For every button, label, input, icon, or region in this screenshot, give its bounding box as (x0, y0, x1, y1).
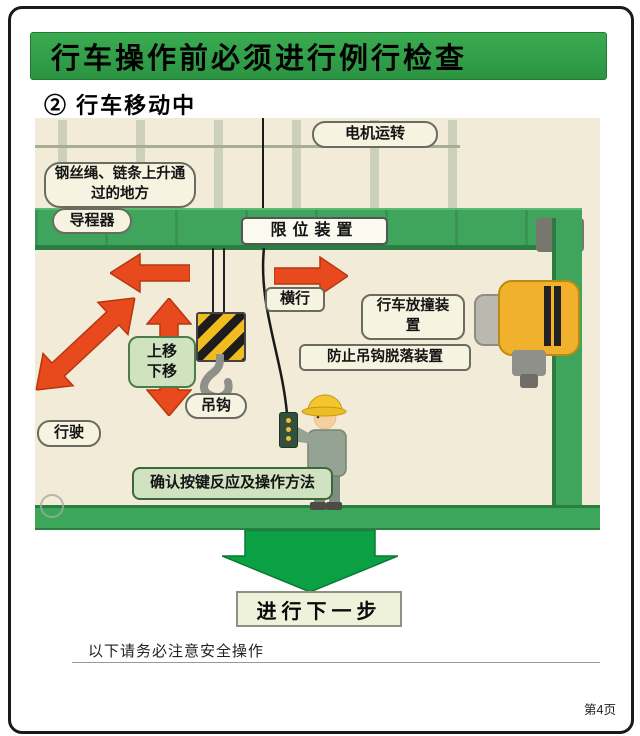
footer-divider (72, 662, 600, 663)
wall-rail-line (35, 145, 460, 148)
wall-column (214, 120, 223, 212)
page-number: 第4页 (584, 703, 616, 717)
page-title: 行车操作前必须进行例行检查 (51, 43, 468, 75)
motor-hook-block (520, 374, 538, 388)
callout-travel: 行驶 (37, 420, 101, 447)
hoist-rope (212, 248, 214, 314)
callout-traverse: 横行 (265, 287, 325, 312)
watermark-stamp (40, 494, 64, 518)
safety-note: 以下请务必注意安全操作 (88, 643, 265, 660)
callout-hook-drop-prevention: 防止吊钩脱落装置 (299, 344, 471, 371)
pendant-controller (279, 412, 298, 448)
red-arrow-left-icon (110, 252, 190, 294)
callout-anti-collision: 行车放撞装 置 (361, 294, 465, 340)
big-down-arrow-icon (222, 530, 398, 593)
callout-confirm-operation: 确认按键反应及操作方法 (132, 467, 333, 500)
callout-rope-pass: 钢丝绳、链条上升通 过的地方 (44, 162, 196, 208)
wall-column (370, 120, 379, 212)
callout-guide-device: 导程器 (52, 208, 132, 234)
red-double-arrow-diagonal-icon (35, 297, 136, 391)
motor-vent-stripe (544, 286, 551, 346)
pendant-button (286, 427, 291, 432)
callout-move-up-down: 上移 下移 (128, 336, 196, 388)
pendant-button (286, 436, 291, 441)
pendant-cable-upper (262, 118, 264, 246)
motor-lower-bracket (512, 350, 546, 376)
pendant-cable (261, 247, 289, 415)
wall-column (292, 120, 301, 212)
wall-column (448, 120, 457, 212)
header-banner: 行车操作前必须进行例行检查 (30, 32, 607, 80)
hoist-rope (223, 248, 225, 314)
callout-hook: 吊钩 (185, 393, 247, 419)
section-subtitle: ② 行车移动中 (44, 93, 197, 118)
crane-support-column (552, 218, 582, 528)
pendant-button (286, 418, 291, 423)
motor-vent-stripe (554, 286, 561, 346)
callout-motor-running: 电机运转 (312, 121, 438, 148)
hoist-motor (498, 280, 580, 356)
callout-limit-device: 限位装置 (241, 217, 388, 245)
next-step-box: 进行下一步 (236, 591, 402, 627)
